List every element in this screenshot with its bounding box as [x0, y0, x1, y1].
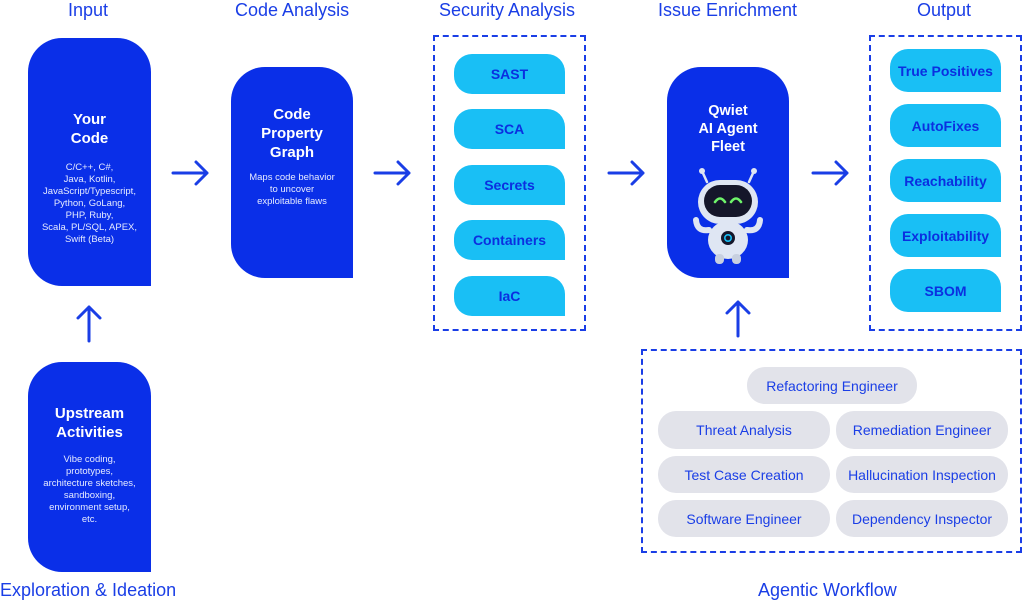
cpg-desc-line: to uncover: [269, 184, 315, 195]
upstream-desc-line: environment setup,: [49, 502, 130, 513]
agent-refactoring-engineer: Refactoring Engineer: [747, 367, 917, 404]
upstream-desc-line: prototypes,: [66, 466, 113, 477]
your-code-title-1: Your: [72, 111, 107, 128]
output-item-reachability: Reachability: [890, 159, 1001, 202]
upstream-title-1: Upstream: [54, 405, 125, 422]
security-item-iac: IaC: [454, 276, 565, 316]
upstream-title-2: Activities: [56, 424, 123, 441]
cpg-title-3: Graph: [269, 144, 315, 161]
upstream-desc-line: etc.: [81, 514, 98, 525]
upstream-desc-line: Vibe coding,: [63, 454, 116, 465]
language-item: C/C++, C#,: [65, 162, 114, 173]
security-item-secrets: Secrets: [454, 165, 565, 205]
language-item: Python, GoLang,: [53, 198, 126, 209]
arrow-right-icon: [811, 160, 849, 186]
security-analysis-box: [433, 35, 586, 331]
agentic-workflow-box: [641, 349, 1022, 553]
cpg-title-1: Code: [273, 106, 311, 123]
robot-mascot-icon: [693, 168, 763, 264]
language-item: Swift (Beta): [64, 234, 115, 245]
upstream-desc-line: architecture sketches,: [43, 478, 136, 489]
cpg-title-2: Property: [261, 125, 323, 142]
language-item: JavaScript/Typescript,: [43, 186, 136, 197]
heading-output: Output: [917, 0, 972, 20]
security-item-containers: Containers: [454, 220, 565, 260]
upstream-desc-line: sandboxing,: [63, 490, 116, 501]
heading-exploration: Exploration & Ideation: [0, 580, 177, 600]
language-item: Java, Kotlin,: [63, 174, 116, 185]
agent-hallucination-inspection: Hallucination Inspection: [836, 456, 1008, 493]
arrow-right-icon: [171, 160, 209, 186]
cpg-desc-line: Maps code behavior: [249, 172, 335, 183]
agent-threat-analysis: Threat Analysis: [658, 411, 830, 449]
language-item: Scala, PL/SQL, APEX,: [41, 222, 138, 233]
agent-test-case-creation: Test Case Creation: [658, 456, 830, 493]
agent-dependency-inspector: Dependency Inspector: [836, 500, 1008, 537]
arrow-right-icon: [607, 160, 645, 186]
fleet-title-3: Fleet: [711, 139, 745, 155]
output-item-true-positives: True Positives: [890, 49, 1001, 92]
heading-input: Input: [68, 0, 109, 20]
upstream-activities-card: Upstream Activities Vibe coding, prototy…: [28, 362, 151, 572]
code-property-graph-card: Code Property Graph Maps code behavior t…: [231, 67, 353, 278]
language-item: PHP, Ruby,: [65, 210, 114, 221]
cpg-desc-line: exploitable flaws: [257, 196, 327, 207]
agent-software-engineer: Software Engineer: [658, 500, 830, 537]
output-item-exploitability: Exploitability: [890, 214, 1001, 257]
heading-agentic-workflow: Agentic Workflow: [758, 580, 897, 600]
heading-issue-enrichment: Issue Enrichment: [658, 0, 798, 20]
heading-security-analysis: Security Analysis: [439, 0, 576, 20]
security-item-sca: SCA: [454, 109, 565, 149]
agent-remediation-engineer: Remediation Engineer: [836, 411, 1008, 449]
arrow-up-icon: [76, 305, 102, 343]
heading-code-analysis: Code Analysis: [235, 0, 350, 20]
arrow-right-icon: [373, 160, 411, 186]
your-code-title-2: Code: [70, 130, 109, 147]
output-box: [869, 35, 1022, 331]
output-item-autofixes: AutoFixes: [890, 104, 1001, 147]
fleet-title-1: Qwiet: [708, 103, 748, 119]
arrow-up-icon: [725, 300, 751, 338]
fleet-title-2: AI Agent: [698, 121, 758, 137]
output-item-sbom: SBOM: [890, 269, 1001, 312]
security-item-sast: SAST: [454, 54, 565, 94]
your-code-card: Your Code C/C++, C#, Java, Kotlin, JavaS…: [28, 38, 151, 286]
